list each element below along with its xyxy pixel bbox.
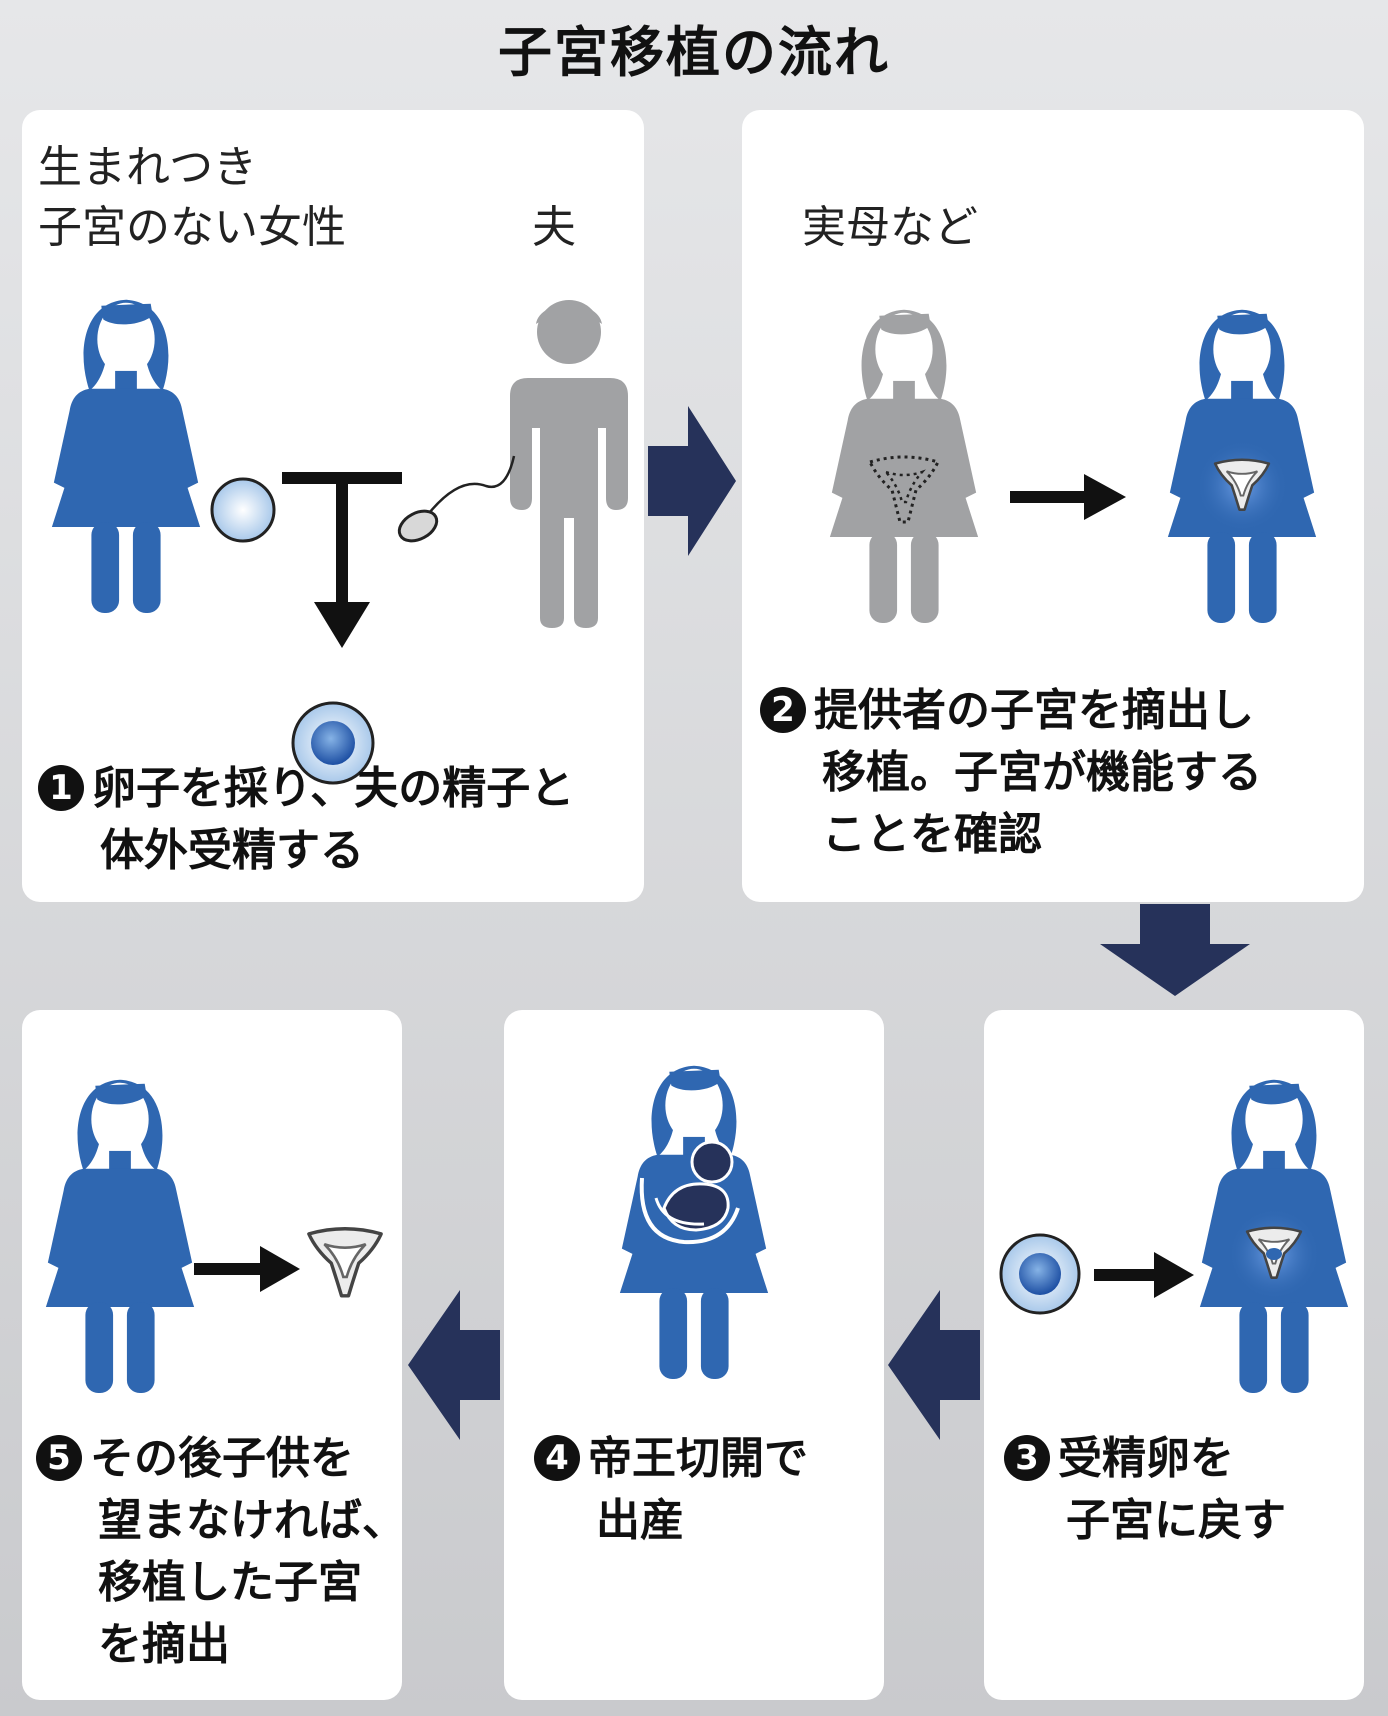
woman-label-line1: 生まれつき [38, 142, 258, 193]
step-5-line2: 望まなければ、 [98, 1495, 406, 1546]
step-1-number: 1 [38, 765, 84, 811]
page-title: 子宮移植の流れ [498, 21, 890, 84]
step-4-line2: 出産 [596, 1495, 684, 1546]
step-1-line2: 体外受精する [100, 825, 364, 876]
recipient-woman-figure [51, 299, 201, 614]
step-3-line2: 子宮に戻す [1066, 1495, 1286, 1546]
step-5-line3: 移植した子宮 [98, 1557, 362, 1608]
egg-icon [210, 477, 276, 543]
transplant-arrow-icon [1010, 474, 1126, 520]
flow-arrow-left [408, 1290, 500, 1440]
step-2-line3: ことを確認 [822, 809, 1042, 860]
fertilized-egg-icon [291, 701, 375, 785]
step-5-line1: その後子供を [90, 1433, 354, 1484]
woman-label: 生まれつき 子宮のない女性 [38, 138, 346, 258]
removed-uterus-icon [307, 1226, 383, 1298]
donor-label: 実母など [802, 202, 978, 253]
step-2-line2: 移植。子宮が機能する [822, 747, 1262, 798]
step-2-line1: 提供者の子宮を摘出し [814, 685, 1254, 736]
flow-arrow-right [648, 406, 736, 556]
step-2-number: 2 [760, 687, 806, 733]
husband-label: 夫 [532, 202, 576, 253]
removal-arrow-icon [194, 1246, 300, 1292]
step-5-number: 5 [36, 1435, 82, 1481]
uterus-with-embryo-icon [1228, 1208, 1320, 1300]
fertilized-egg-icon [999, 1233, 1081, 1315]
step-3-line1: 受精卵を [1058, 1433, 1234, 1484]
step-4-line1: 帝王切開で [588, 1433, 808, 1484]
baby-icon [639, 1140, 740, 1245]
transplanted-uterus-icon [1196, 440, 1288, 532]
implant-arrow-icon [1094, 1252, 1194, 1298]
step-4-number: 4 [534, 1435, 580, 1481]
woman-label-line2: 子宮のない女性 [38, 202, 346, 253]
flow-arrow-left [888, 1290, 980, 1440]
step-5-line4: を摘出 [98, 1619, 230, 1670]
donor-uterus-outline-icon [867, 455, 941, 524]
fertilization-arrow-icon [282, 472, 402, 648]
recipient-woman-figure [45, 1079, 195, 1394]
step-3-number: 3 [1004, 1435, 1050, 1481]
sperm-icon [397, 455, 516, 543]
step-1-line1: 卵子を採り、夫の精子と [92, 763, 575, 814]
flow-arrow-down [1100, 904, 1250, 996]
